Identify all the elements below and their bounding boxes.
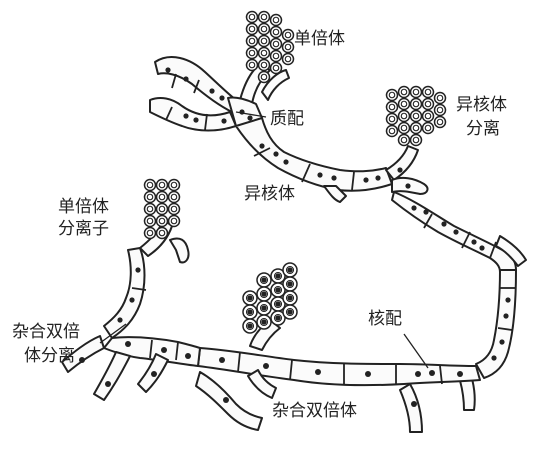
label-heterokaryon: 异核体 [244,184,295,204]
conidium-heterokaryon [423,87,434,98]
conidium-haploid [247,60,258,71]
conidium-heterokaryon [399,87,410,98]
conidium-segregant [157,180,168,191]
conidium-haploid [247,48,258,59]
conidium-heterokaryon [435,93,446,104]
conidium-segregant [169,180,180,191]
conidium-diploid [243,291,257,305]
conidium-segregant [145,180,156,191]
conidium-segregant [157,204,168,215]
conidium-heterokaryon [399,99,410,110]
label-hybrid-diploid-segregation-line2: 体分离 [24,346,75,366]
conidium-haploid [283,42,294,53]
conidium-segregant [169,204,180,215]
conidium-segregant [157,216,168,227]
conidium-heterokaryon [411,135,422,146]
conidium-heterokaryon [435,105,446,116]
label-karyogamy: 核配 [368,309,402,329]
conidium-haploid [259,12,270,23]
conidium-haploid [259,24,270,35]
conidium-diploid [283,263,297,277]
conidium-haploid [271,63,282,74]
label-hybrid-diploid-segregation-line1: 杂合双倍 [12,322,80,342]
conidium-haploid [259,48,270,59]
conidium-diploid [257,301,271,315]
conidium-haploid [247,24,258,35]
conidium-heterokaryon [411,87,422,98]
label-heterokaryon-segregation-line1: 异核体 [456,95,507,115]
conidium-haploid [283,54,294,65]
conidium-heterokaryon [411,123,422,134]
conidium-heterokaryon [423,123,434,134]
conidium-heterokaryon [399,135,410,146]
conidium-haploid [271,15,282,26]
conidium-heterokaryon [435,117,446,128]
conidium-haploid [259,36,270,47]
conidium-heterokaryon [411,111,422,122]
conidium-diploid [257,273,271,287]
heterokaryon-conidiophore [386,146,427,194]
conidium-heterokaryon [423,111,434,122]
label-haploid-segregant-line1: 单倍体 [58,197,109,217]
conidium-heterokaryon [387,90,398,101]
conidium-heterokaryon [387,126,398,137]
conidium-segregant [157,228,168,239]
conidium-heterokaryon [399,111,410,122]
conidium-heterokaryon [423,99,434,110]
left-branching-hypha [62,220,200,400]
conidium-haploid [259,60,270,71]
label-plasmogamy: 质配 [270,109,304,129]
conidium-segregant [145,216,156,227]
label-haploid: 单倍体 [294,29,345,49]
conidium-diploid [283,291,297,305]
conidium-haploid [283,30,294,41]
label-heterokaryon-segregation-line2: 分离 [466,119,500,139]
conidium-heterokaryon [411,99,422,110]
conidium-haploid [271,51,282,62]
conidium-diploid [283,305,297,319]
conidium-haploid [271,39,282,50]
conidium-haploid [259,72,270,83]
conidium-haploid [271,27,282,38]
conidium-diploid [243,319,257,333]
conidium-segregant [169,192,180,203]
conidium-diploid [283,277,297,291]
conidium-segregant [169,216,180,227]
conidium-haploid [247,12,258,23]
conidium-diploid [243,305,257,319]
conidium-haploid [247,36,258,47]
conidium-segregant [157,192,168,203]
conidium-heterokaryon [387,102,398,113]
label-haploid-segregant-line2: 分离子 [58,219,109,239]
label-hybrid-diploid: 杂合双倍体 [272,401,357,421]
conidium-segregant [145,192,156,203]
conidium-heterokaryon [399,123,410,134]
conidium-segregant [145,228,156,239]
conidium-heterokaryon [387,114,398,125]
conidium-segregant [145,204,156,215]
conidium-diploid [257,287,271,301]
conidium-diploid [257,315,271,329]
